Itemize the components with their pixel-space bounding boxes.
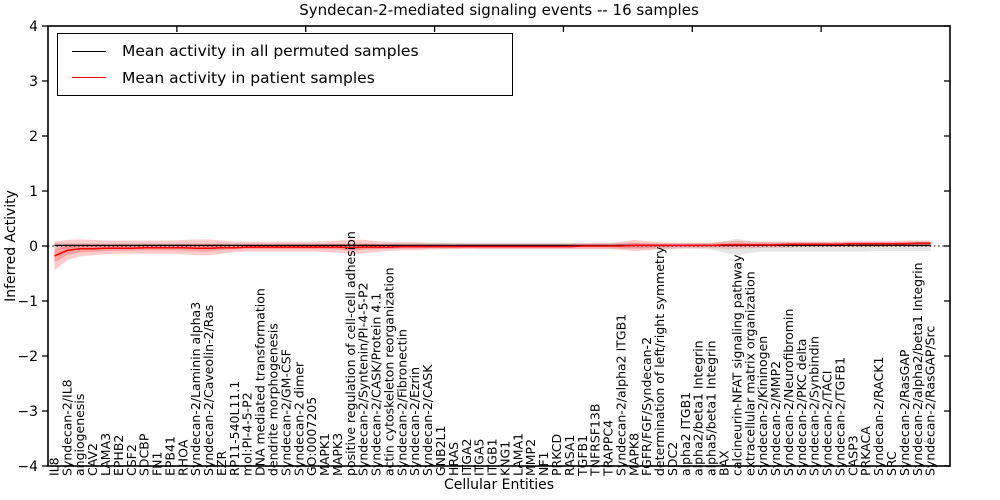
x-axis-tick-label: Syndecan-2/TACI [820, 371, 835, 476]
x-axis-tick-label: Syndecan-2/MMP2 [768, 361, 783, 476]
x-axis-tick-label: CSF2 [124, 444, 139, 476]
legend-item-permuted: Mean activity in all permuted samples [72, 38, 512, 64]
x-axis-tick-label: angiogenesis [72, 394, 87, 476]
x-axis-tick-label: NF1 [536, 452, 551, 477]
x-axis-tick-label: ITGB1 [485, 438, 500, 476]
x-axis-tick-label: Syndecan-2/Ezrin [407, 367, 422, 476]
x-axis-tick-label: actin cytoskeleton reorganization [381, 267, 396, 476]
x-axis-tick-label: Syndecan-2/alpha2 ITGB1 [613, 314, 628, 476]
x-axis-tick-label: CAV2 [85, 443, 100, 476]
y-axis-tick-label: −4 [17, 459, 38, 475]
x-axis-tick-label: mol:PI-4-5-P2 [240, 392, 255, 476]
x-axis-tick-label: FGFR/FGF/Syndecan-2 [639, 337, 654, 476]
x-axis-tick-label: alpha2 ITGB1 [678, 392, 693, 476]
x-axis-tick-label: positive regulation of cell-cell adhesio… [343, 231, 358, 476]
x-axis-tick-label: IL8 [46, 457, 61, 476]
x-axis-tick-label: PRKCD [549, 434, 564, 476]
x-axis-tick-label: Syndecan-2/IL8 [59, 379, 74, 476]
x-axis-tick-label: Syndecan-2/RasGAP [897, 349, 912, 476]
x-axis-tick-label: RHOA [175, 439, 190, 476]
y-axis-tick-label: −1 [17, 294, 38, 310]
x-axis-tick-label: LAMA3 [98, 433, 113, 476]
x-axis-tick-label: LAMA1 [510, 433, 525, 476]
x-axis-tick-label: SRC [884, 451, 899, 476]
x-axis-tick-label: SDCBP [137, 433, 152, 476]
y-axis-label-container: Inferred Activity [0, 0, 22, 492]
x-axis-tick-label: dendrite morphogenesis [266, 323, 281, 476]
patient-line-sample [72, 77, 106, 79]
x-axis-tick-label: Syndecan-2/Fibronectin [394, 329, 409, 476]
x-axis-tick-label: Syndecan-2/Kininogen [755, 336, 770, 476]
x-axis-tick-label: GO:0007205 [304, 397, 319, 476]
y-axis-tick-label: 4 [29, 19, 38, 35]
x-axis-tick-label: determination of left/right symmetry [652, 246, 667, 476]
x-axis-tick-label: Syndecan-2/Laminin alpha3 [188, 302, 203, 476]
x-axis-tick-label: Syndecan-2/TGFB1 [832, 357, 847, 476]
x-axis-tick-label: EPHB2 [111, 435, 126, 476]
x-axis-tick-label: EZR [214, 451, 229, 476]
x-axis-tick-label: calcineurin-NFAT signaling pathway [729, 254, 744, 476]
x-axis-tick-label: Syndecan-2/Neurofibromin [781, 309, 796, 476]
x-axis-tick-label: Syndecan-2/alpha2/beta1 Integrin [910, 262, 925, 476]
permuted-line-sample [72, 50, 106, 52]
x-axis-tick-label: MAPK8 [626, 433, 641, 476]
x-axis-tick-label: TNFRSF13B [588, 404, 603, 477]
legend-label-permuted: Mean activity in all permuted samples [122, 42, 419, 61]
legend-box: Mean activity in all permuted samples Me… [57, 33, 513, 96]
x-axis-tick-label: TGFB1 [575, 435, 590, 477]
x-axis-tick-label: alpha5/beta1 Integrin [704, 340, 719, 476]
legend-label-patient: Mean activity in patient samples [122, 68, 375, 87]
x-axis-tick-label: HRAS [446, 442, 461, 476]
x-axis-tick-label: Syndecan-2 dimer [291, 361, 306, 476]
x-axis-tick-label: KNG1 [497, 441, 512, 476]
x-axis-tick-label: FN1 [150, 452, 165, 477]
x-axis-tick-label: CASP3 [845, 435, 860, 476]
x-axis-tick-label: TRAPPC4 [601, 420, 616, 477]
x-axis-tick-label: RP11-540L11.1 [227, 381, 242, 476]
y-axis-label: Inferred Activity [3, 190, 19, 302]
x-axis-tick-label: PRKACA [858, 426, 873, 476]
x-axis-tick-label: DNA mediated transformation [253, 288, 268, 476]
x-axis-tick-label: Syndecan-2/RACK1 [871, 357, 886, 476]
x-axis-tick-label: RASA1 [562, 435, 577, 476]
x-axis-tick-label: SDC2 [665, 442, 680, 476]
x-axis-tick-label: Syndecan-2/CASK/Protein 4.1 [369, 293, 384, 476]
x-axis-tick-label: MMP2 [523, 439, 538, 476]
legend-item-patient: Mean activity in patient samples [72, 65, 512, 91]
x-axis-tick-label: EPB41 [162, 436, 177, 476]
x-axis-tick-label: MAPK3 [330, 433, 345, 476]
x-axis-tick-label: alpha2/beta1 Integrin [691, 340, 706, 476]
x-axis-tick-label: Syndecan-2/CASK [420, 364, 435, 476]
y-axis-tick-label: 1 [29, 184, 38, 200]
x-axis-tick-label: Syndecan-2/GM-CSF [278, 349, 293, 476]
y-axis-tick-label: 3 [29, 74, 38, 90]
x-axis-tick-label: ITGA5 [472, 438, 487, 476]
x-axis-tick-label: extracellular matrix organization [742, 271, 757, 476]
y-axis-tick-label: −3 [17, 404, 38, 420]
x-axis-tick-label: Syndecan-2/Caveolin-2/Ras [201, 305, 216, 476]
x-axis-tick-label: MAPK1 [317, 433, 332, 476]
x-axis-tick-label: BAX [717, 450, 732, 476]
x-axis-tick-label: Syndecan-2/Syntenin/PI-4-5-P2 [356, 282, 371, 476]
x-axis-label: Cellular Entities [443, 477, 555, 493]
x-axis-tick-label: GNB2L1 [433, 426, 448, 476]
patient-mean-line [54, 242, 931, 257]
chart-title: Syndecan-2-mediated signaling events -- … [299, 1, 699, 19]
x-axis-tick-label: Syndecan-2/Synbindin [807, 336, 822, 476]
x-axis-tick-label: ITGA2 [459, 438, 474, 476]
x-axis-tick-label: Syndecan-2/PKC delta [794, 339, 809, 476]
x-axis-tick-label: Syndecan-2/RasGAP/Src [923, 326, 938, 476]
y-axis-tick-label: −2 [17, 349, 38, 365]
y-axis-tick-label: 0 [29, 239, 38, 255]
y-axis-tick-label: 2 [29, 129, 38, 145]
